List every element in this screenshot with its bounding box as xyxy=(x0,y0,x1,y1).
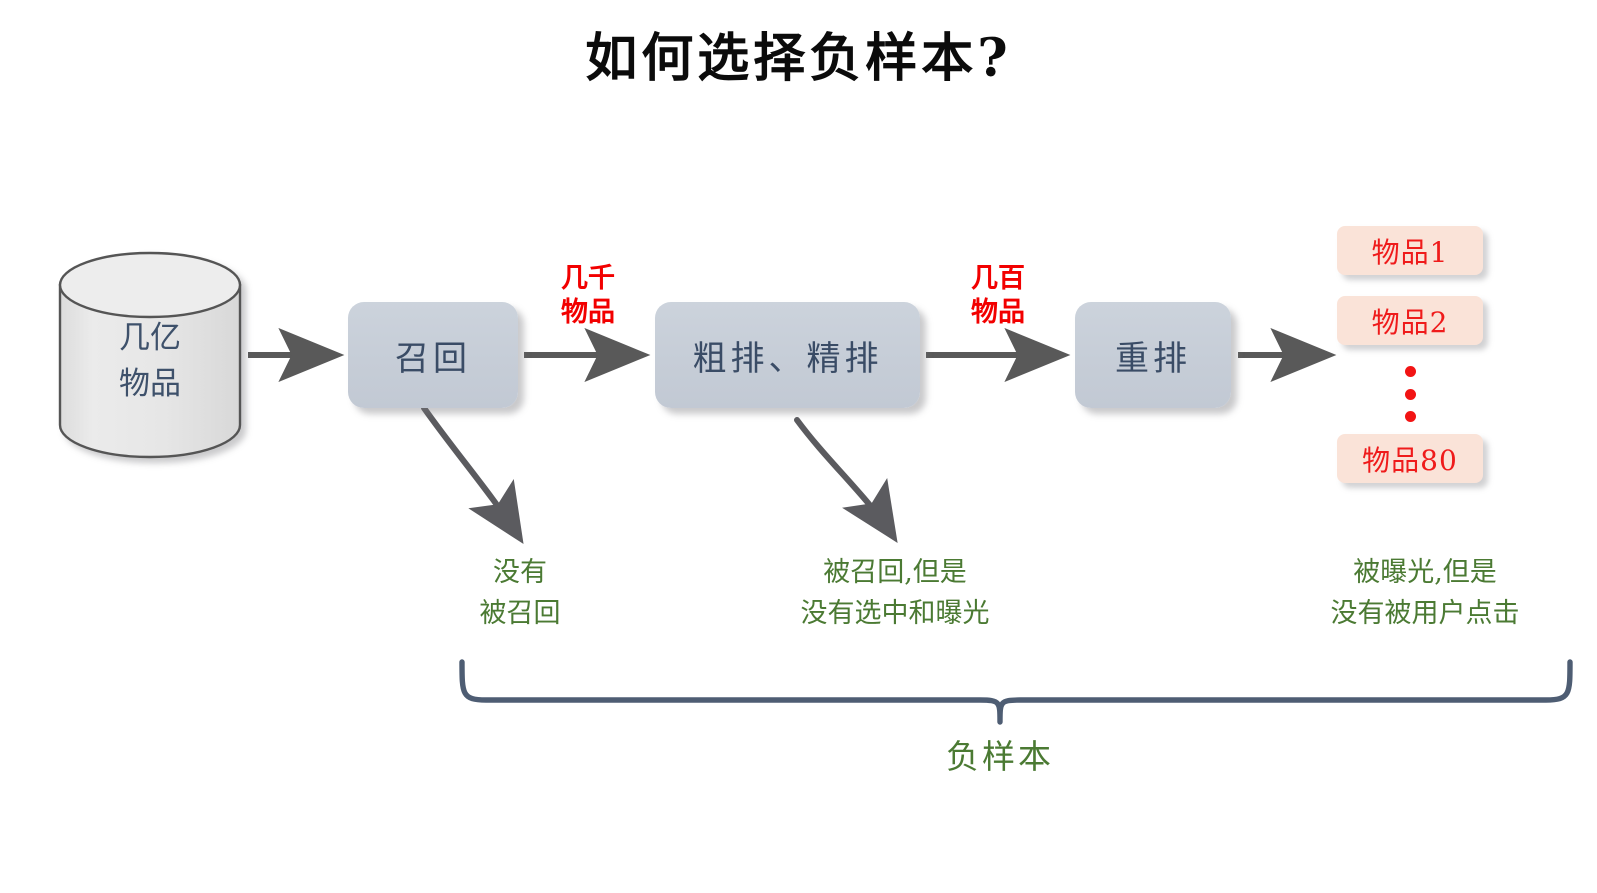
stage-label-rerank: 重排 xyxy=(1115,338,1191,379)
result-item-2[interactable]: 物品2 xyxy=(1337,296,1483,345)
note-shown-not-clicked: 被曝光,但是 没有被用户点击 xyxy=(1330,557,1520,629)
result-item-80[interactable]: 物品80 xyxy=(1337,434,1483,483)
stage-box-rerank[interactable]: 重排 xyxy=(1075,302,1231,408)
result-item-1[interactable]: 物品1 xyxy=(1337,226,1483,275)
flow-count-after-rank: 几百 物品 xyxy=(971,263,1025,328)
negative-sample-brace xyxy=(459,659,1573,725)
brace-label-negative-samples: 负样本 xyxy=(946,737,1054,776)
arrow-recall-dropout xyxy=(421,405,524,545)
note-recalled-not-shown: 被召回,但是 没有选中和曝光 xyxy=(800,557,990,629)
result-item-label: 物品1 xyxy=(1371,235,1449,269)
stage-label-rank: 粗排、精排 xyxy=(692,338,883,379)
flow-count-after-recall: 几千 物品 xyxy=(561,263,615,328)
source-label: 几亿 物品 xyxy=(119,320,181,402)
result-item-label: 物品80 xyxy=(1362,443,1458,477)
stage-label-recall: 召回 xyxy=(395,338,471,379)
note-not-recalled: 没有 被召回 xyxy=(479,557,561,629)
vertical-ellipsis-icon xyxy=(1395,366,1425,422)
result-item-label: 物品2 xyxy=(1371,305,1449,339)
page-title: 如何选择负样本? xyxy=(585,28,1012,89)
stage-box-rank[interactable]: 粗排、精排 xyxy=(655,302,920,408)
arrow-rank-dropout xyxy=(794,417,898,544)
stage-box-recall[interactable]: 召回 xyxy=(348,302,518,408)
